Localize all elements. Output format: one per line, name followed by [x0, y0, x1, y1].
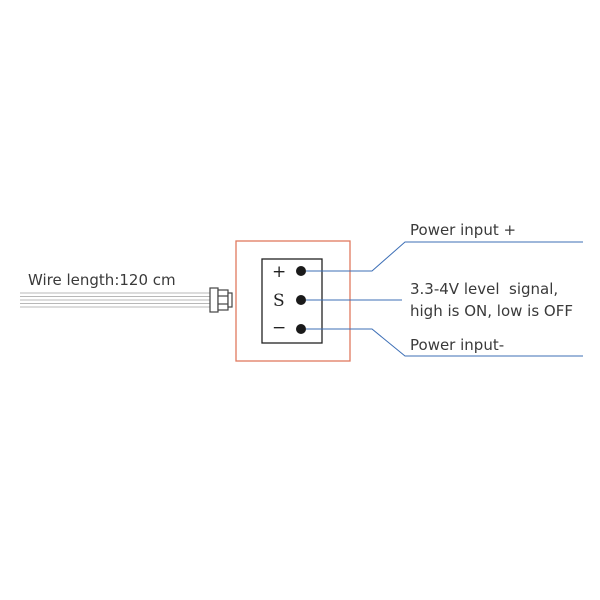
signal-label-line2: high is ON, low is OFF	[410, 302, 573, 320]
wire-length-label: Wire length:120 cm	[28, 271, 176, 289]
pin-plus-dot	[296, 266, 306, 276]
pin-minus-dot	[296, 324, 306, 334]
pin-signal-symbol: S	[273, 291, 285, 311]
pin-minus-symbol: −	[272, 318, 286, 338]
pin-plus-symbol: +	[272, 262, 286, 282]
module-frame	[235, 240, 351, 362]
ribbon-wire	[20, 292, 210, 308]
terminal-block	[261, 258, 323, 344]
lead-lines	[306, 241, 583, 357]
pin-signal-dot	[296, 295, 306, 305]
lead-line-minus	[306, 328, 583, 357]
lead-line-plus	[306, 241, 583, 272]
wire-connector	[209, 287, 233, 313]
power-plus-label: Power input +	[410, 221, 516, 239]
power-minus-label: Power input-	[410, 336, 504, 354]
signal-label-line1: 3.3-4V level signal,	[410, 280, 558, 298]
